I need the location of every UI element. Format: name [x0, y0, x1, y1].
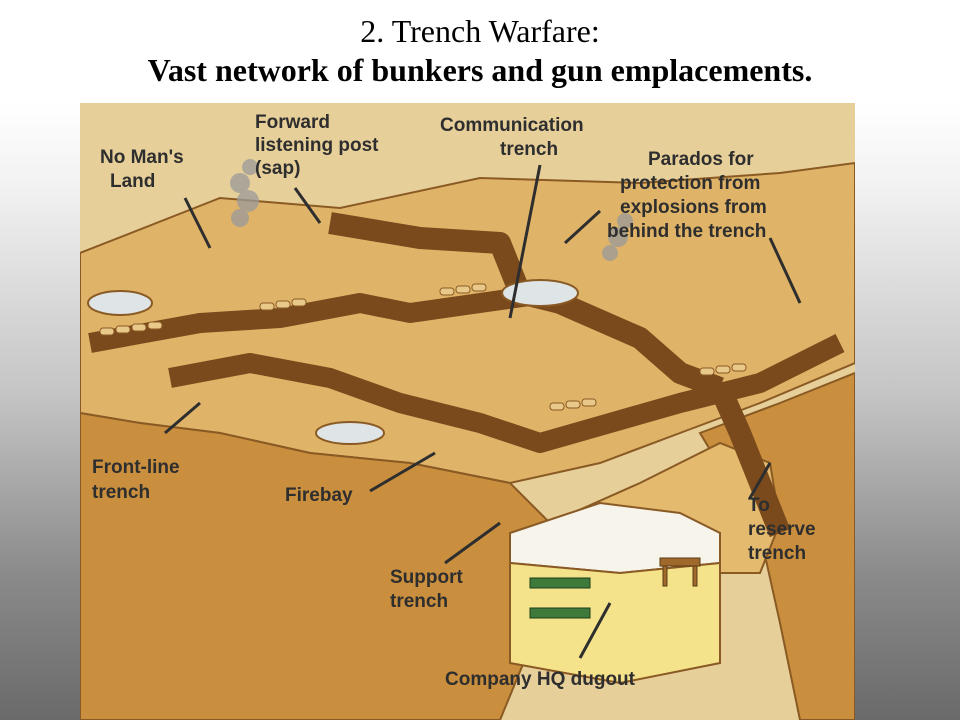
label-parados: Parados for protection from explosions f… — [607, 149, 772, 242]
dugout-interior — [509, 561, 721, 685]
smoke-plumes — [230, 159, 633, 261]
dugout-bunk-bed — [529, 577, 591, 619]
label-firebay: Firebay — [285, 485, 353, 506]
label-to-reserve-trench: To reserve trench — [748, 495, 821, 564]
label-front-line-trench: Front-line trench — [92, 457, 185, 503]
label-company-hq-dugout: Company HQ dugout — [445, 669, 636, 690]
front-line-trench-channel — [88, 283, 552, 353]
label-forward-listening-post: Forward listening post (sap) — [255, 112, 384, 179]
dugout-table — [659, 557, 701, 587]
sandbag-rows — [99, 283, 747, 411]
slide-title-line-2: Vast network of bunkers and gun emplacem… — [147, 52, 813, 88]
trench-diagram: No Man's Land Forward listening post (sa… — [80, 103, 855, 720]
slide-title: 2. Trench Warfare: Vast network of bunke… — [0, 0, 960, 90]
shell-crater-2 — [501, 279, 579, 307]
shell-crater-3 — [315, 421, 385, 445]
reserve-trench-channel — [709, 383, 791, 538]
label-no-mans-land: No Man's Land — [100, 147, 189, 192]
shell-crater-1 — [87, 290, 153, 316]
label-pointer-lines — [164, 164, 802, 659]
label-support-trench: Support trench — [390, 567, 468, 612]
slide-title-line-1: 2. Trench Warfare: — [360, 13, 600, 49]
label-communication-trench: Communication trench — [440, 115, 589, 160]
ground-cut-face-left — [80, 411, 552, 720]
